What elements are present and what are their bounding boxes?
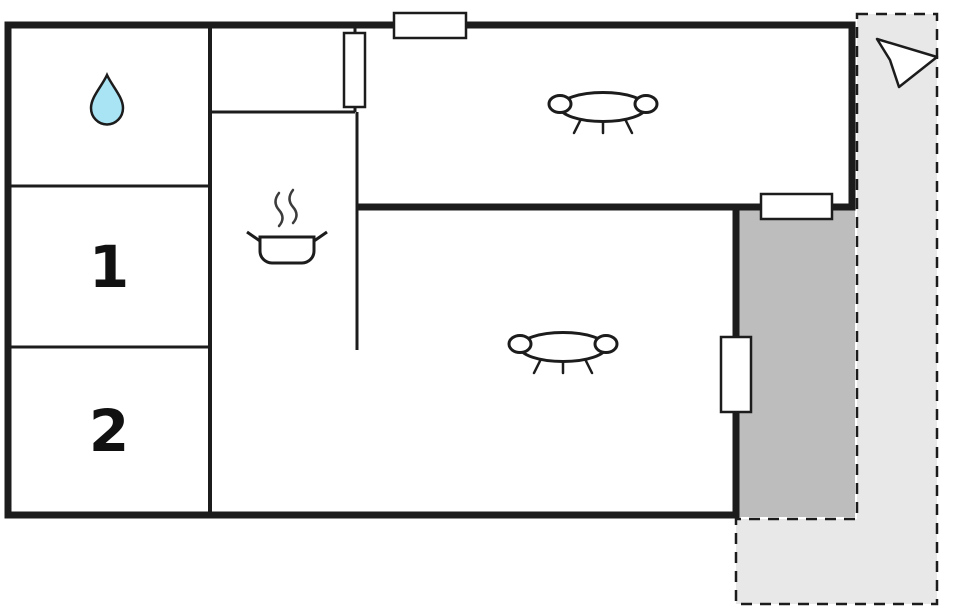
cooking-pot-icon bbox=[246, 188, 328, 265]
window-terrace-wall bbox=[759, 192, 834, 221]
room-label-bedroom-2: 2 bbox=[88, 397, 130, 465]
water-drop-icon bbox=[89, 71, 125, 126]
window-top-wall bbox=[392, 11, 468, 40]
window-kitchen bbox=[342, 31, 367, 109]
steam-line bbox=[274, 191, 284, 228]
steam-line bbox=[288, 188, 298, 225]
outdoor-area bbox=[734, 12, 939, 606]
windows bbox=[342, 11, 834, 414]
terrace-area bbox=[736, 206, 855, 517]
window-right-wall bbox=[719, 335, 753, 414]
north-arrow-icon bbox=[875, 37, 939, 89]
room-label-bedroom-1: 1 bbox=[88, 233, 130, 301]
